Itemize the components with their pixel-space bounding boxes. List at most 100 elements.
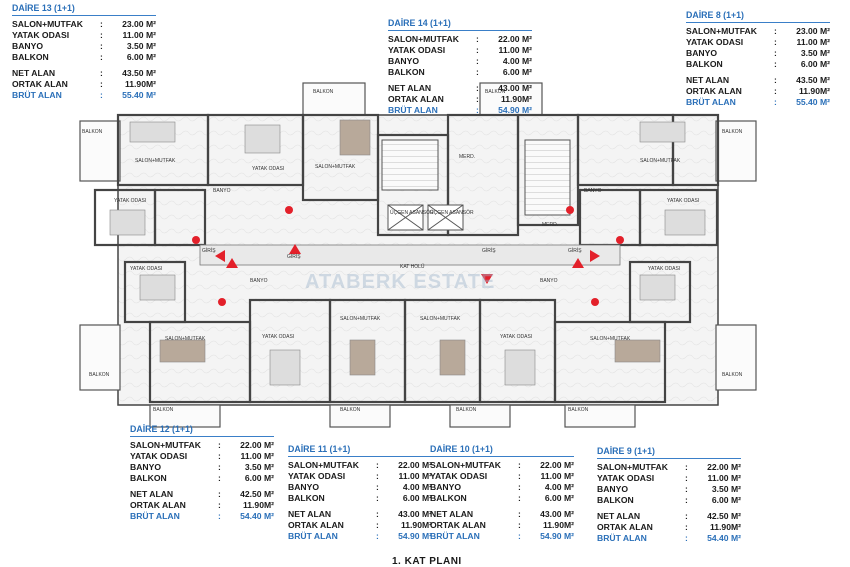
area-row: YATAK ODASI:11.00 M² <box>12 30 156 41</box>
area-label: SALON+MUTFAK <box>430 460 501 471</box>
area-value: 11.90M² <box>798 86 830 97</box>
area-row: SALON+MUTFAK:22.00 M² <box>430 460 574 471</box>
area-value: 22.00 M² <box>398 460 432 471</box>
area-value: 11.90M² <box>124 79 156 90</box>
area-label: BANYO <box>430 482 462 493</box>
area-label: BALKON <box>388 67 425 78</box>
area-row: YATAK ODASI:11.00 M² <box>288 471 432 482</box>
area-value: 55.40 M² <box>796 97 830 108</box>
lower-apartments <box>123 260 692 404</box>
area-row: BALKON:6.00 M² <box>388 67 532 78</box>
area-row: BANYO:3.50 M² <box>686 48 830 59</box>
area-row: SALON+MUTFAK:22.00 M² <box>130 440 274 451</box>
area-separator: : <box>218 451 221 462</box>
area-separator: : <box>685 484 688 495</box>
area-value: 55.40 M² <box>122 90 156 101</box>
area-label: SALON+MUTFAK <box>288 460 359 471</box>
plan-label: BANYO <box>250 278 268 284</box>
area-value: 42.50 M² <box>240 489 274 500</box>
area-separator: : <box>100 52 103 63</box>
area-label: ORTAK ALAN <box>430 520 486 531</box>
area-separator: : <box>376 493 379 504</box>
area-value: 4.00 M² <box>402 482 432 493</box>
area-row: ORTAK ALAN:11.90M² <box>130 500 274 511</box>
area-row: ORTAK ALAN:11.90M² <box>597 522 741 533</box>
area-label: BALKON <box>430 493 467 504</box>
area-label: YATAK ODASI <box>388 45 446 56</box>
area-value: 3.50 M² <box>126 41 156 52</box>
area-separator: : <box>476 105 479 116</box>
furniture <box>109 119 706 386</box>
area-separator: : <box>518 482 521 493</box>
area-separator: : <box>774 26 777 37</box>
area-value: 6.00 M² <box>402 493 432 504</box>
area-separator: : <box>376 531 379 542</box>
area-row: NET ALAN:43.00 M² <box>388 83 532 94</box>
area-row: NET ALAN:43.50 M² <box>686 75 830 86</box>
area-separator: : <box>774 48 777 59</box>
area-row: YATAK ODASI:11.00 M² <box>130 451 274 462</box>
area-row: BRÜT ALAN:55.40 M² <box>686 97 830 108</box>
area-value: 43.50 M² <box>122 68 156 79</box>
area-value: 3.50 M² <box>711 484 741 495</box>
area-value: 43.00 M² <box>398 509 432 520</box>
area-value: 23.00 M² <box>796 26 830 37</box>
plan-label: YATAK ODASI <box>252 166 284 172</box>
area-row: BANYO:3.50 M² <box>12 41 156 52</box>
unit-title: DAİRE 13 (1+1) <box>12 3 75 13</box>
plan-label: SALON+MUTFAK <box>420 316 461 322</box>
title-underline <box>388 30 532 32</box>
area-value: 6.00 M² <box>502 67 532 78</box>
title-underline <box>686 22 830 24</box>
area-label: BALKON <box>288 493 325 504</box>
plan-label: YATAK ODASI <box>130 266 162 272</box>
area-label: SALON+MUTFAK <box>686 26 757 37</box>
watermark: ATABERK ESTATE <box>305 271 495 293</box>
area-row: ORTAK ALAN:11.90M² <box>430 520 574 531</box>
area-value: 11.90M² <box>242 500 274 511</box>
plan-label: SALON+MUTFAK <box>340 316 381 322</box>
area-value: 43.00 M² <box>540 509 574 520</box>
title-underline <box>430 456 574 458</box>
area-separator: : <box>218 500 221 511</box>
area-label: YATAK ODASI <box>12 30 70 41</box>
area-row: SALON+MUTFAK: 23.00 M² <box>686 26 830 37</box>
area-value: 11.00 M² <box>498 45 532 56</box>
plan-label: BALKON <box>82 129 103 135</box>
plan-label: SALON+MUTFAK <box>590 336 631 342</box>
area-label: BANYO <box>12 41 44 52</box>
area-label: ORTAK ALAN <box>388 94 444 105</box>
area-label: BANYO <box>388 56 420 67</box>
area-label: NET ALAN <box>12 68 56 79</box>
area-row: BRÜT ALAN:54.90 M² <box>288 531 432 542</box>
plan-label: MERD. <box>459 154 475 160</box>
area-value: 11.90M² <box>542 520 574 531</box>
area-row: BALKON:6.00 M² <box>597 495 741 506</box>
area-row: BANYO:3.50 M² <box>130 462 274 473</box>
area-label: YATAK ODASI <box>288 471 346 482</box>
area-row: BALKON:6.00 M² <box>130 473 274 484</box>
area-label: BRÜT ALAN <box>388 105 438 116</box>
plan-label: YATAK ODASI <box>667 198 699 204</box>
area-label: BRÜT ALAN <box>12 90 62 101</box>
area-value: 54.90 M² <box>540 531 574 542</box>
area-value: 11.90M² <box>709 522 741 533</box>
area-label: ORTAK ALAN <box>12 79 68 90</box>
plan-label: YATAK ODASI <box>648 266 680 272</box>
area-label: NET ALAN <box>288 509 332 520</box>
area-label: BALKON <box>686 59 723 70</box>
area-label: BANYO <box>686 48 718 59</box>
area-separator: : <box>476 34 479 45</box>
area-value: 11.90M² <box>500 94 532 105</box>
plan-label: YATAK ODASI <box>114 198 146 204</box>
plan-label: ÜÇGEN ASANSÖR <box>430 209 474 216</box>
area-separator: : <box>685 473 688 484</box>
upper-apartments <box>93 113 720 247</box>
title-underline <box>130 436 274 438</box>
area-row: ORTAK ALAN:11.90M² <box>288 520 432 531</box>
plan-label: YATAK ODASI <box>262 334 294 340</box>
area-value: 4.00 M² <box>544 482 574 493</box>
plan-label: BALKON <box>456 407 477 413</box>
area-value: 6.00 M² <box>244 473 274 484</box>
